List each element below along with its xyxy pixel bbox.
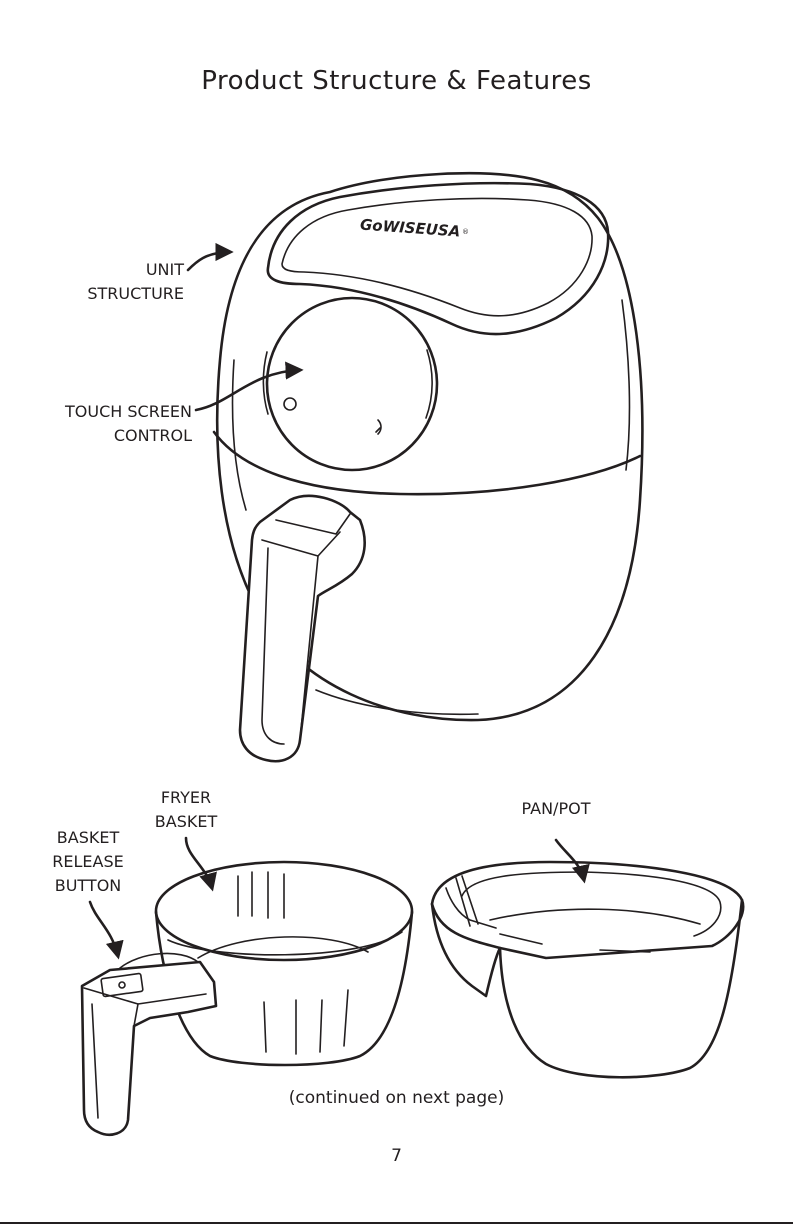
page-bottom-rule (0, 1222, 793, 1224)
fan-icon (376, 420, 381, 434)
power-icon (284, 398, 296, 410)
air-fryer-unit: GoWISEUSA ® (214, 173, 642, 761)
page-number: 7 (0, 1146, 793, 1166)
brand-logo: GoWISEUSA (359, 216, 460, 241)
continued-note: (continued on next page) (0, 1088, 793, 1108)
registered-mark: ® (462, 228, 469, 236)
arrow-pan-pot (556, 840, 584, 880)
pan-pot (432, 862, 743, 1077)
arrow-fryer-basket (186, 838, 212, 888)
arrow-basket-release (90, 902, 118, 956)
arrow-unit-structure (188, 252, 230, 270)
